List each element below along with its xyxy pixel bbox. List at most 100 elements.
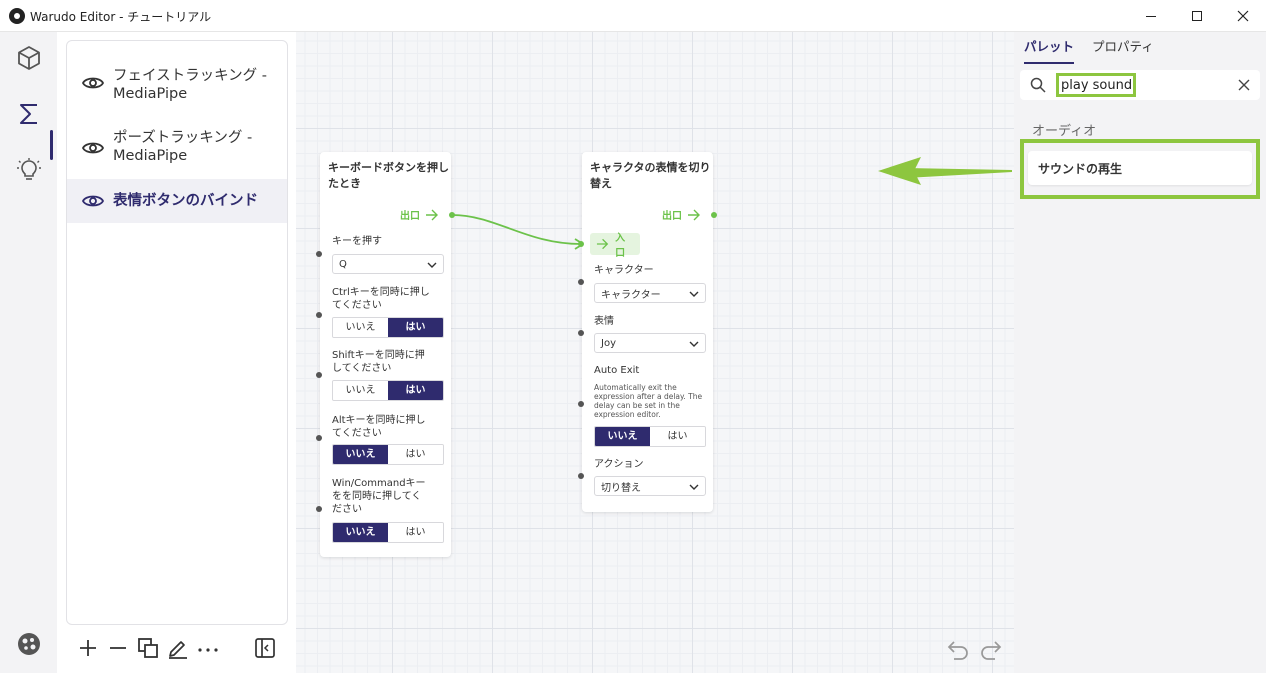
key-dropdown[interactable]: Q — [332, 254, 444, 274]
minimize-icon — [1146, 15, 1156, 17]
blueprint-item-label: ポーズトラッキング - MediaPipe — [113, 130, 253, 164]
redo-button[interactable] — [979, 636, 1003, 660]
scene-tab-button[interactable] — [9, 38, 49, 78]
auto-exit-yes-option[interactable]: はい — [650, 427, 705, 446]
left-rail — [0, 32, 57, 673]
auto-exit-input-port[interactable] — [578, 401, 584, 407]
add-blueprint-button[interactable] — [76, 636, 100, 660]
blueprint-item-expression-binding[interactable]: 表情ボタンのバインド — [67, 179, 287, 223]
maximize-icon — [1192, 11, 1202, 21]
key-label: キーを押す — [332, 236, 382, 247]
palette-panel: パレット プロパティ オーディオ サウンドの再生 — [1014, 32, 1266, 673]
copy-icon — [138, 638, 158, 658]
search-box — [1020, 70, 1260, 100]
sidebar-collapse-icon — [255, 638, 275, 658]
win-toggle[interactable]: いいえ はい — [332, 522, 444, 543]
close-window-button[interactable] — [1220, 0, 1266, 32]
blueprint-item-face-tracking[interactable]: フェイストラッキング - MediaPipe — [67, 59, 287, 119]
expression-dropdown[interactable]: Joy — [594, 333, 706, 353]
alt-toggle[interactable]: いいえ はい — [332, 444, 444, 465]
character-label: キャラクター — [594, 265, 654, 276]
remove-blueprint-button[interactable] — [106, 636, 130, 660]
win-no-option[interactable]: いいえ — [333, 523, 388, 542]
minimize-button[interactable] — [1128, 0, 1174, 32]
expression-input-port[interactable] — [578, 330, 584, 336]
shift-label: Shiftキーを同時に押 してください — [332, 350, 425, 374]
toggle-panel-button[interactable] — [253, 636, 277, 660]
chevron-down-icon — [427, 262, 437, 268]
maximize-button[interactable] — [1174, 0, 1220, 32]
ctrl-toggle[interactable]: いいえ はい — [332, 317, 444, 338]
blueprint-item-pose-tracking[interactable]: ポーズトラッキング - MediaPipe — [67, 121, 287, 181]
shift-toggle[interactable]: いいえ はい — [332, 380, 444, 401]
flow-output-port[interactable] — [449, 212, 455, 218]
eye-icon[interactable] — [81, 189, 105, 213]
pencil-icon — [169, 641, 187, 659]
lightbulb-icon — [17, 158, 41, 180]
blueprint-list: フェイストラッキング - MediaPipe ポーズトラッキング - Media… — [66, 40, 288, 625]
auto-exit-toggle[interactable]: いいえ はい — [594, 426, 706, 447]
chevron-down-icon — [689, 291, 699, 297]
blueprint-tab-button[interactable] — [9, 94, 49, 134]
arrow-right-icon — [596, 238, 609, 250]
node-keyboard-press[interactable]: キーボードボタンを押し たとき 出口 キーを押す Q Ctrlキーを同時に押し … — [316, 152, 455, 557]
warudo-logo-icon — [18, 633, 40, 655]
expression-label: 表情 — [594, 316, 614, 327]
eye-icon[interactable] — [81, 71, 105, 95]
node-title: キャラクタの表情を切り 替え — [590, 161, 711, 190]
minus-icon — [110, 647, 126, 649]
title-bar: Warudo Editor - チュートリアル — [0, 0, 1266, 32]
alt-label: Altキーを同時に押し てください — [332, 415, 426, 439]
alt-no-option[interactable]: いいえ — [333, 445, 388, 464]
ctrl-label: Ctrlキーを同時に押し てください — [332, 287, 430, 311]
tutorial-arrow-icon — [878, 157, 1012, 185]
tab-palette[interactable]: パレット — [1024, 38, 1075, 64]
action-dropdown[interactable]: 切り替え — [594, 476, 706, 496]
highlight-frame: サウンドの再生 — [1020, 139, 1260, 199]
flow-output-port[interactable] — [711, 212, 717, 218]
tips-tab-button[interactable] — [9, 150, 49, 190]
shift-input-port[interactable] — [316, 372, 322, 378]
action-label: アクション — [594, 459, 644, 470]
ctrl-input-port[interactable] — [316, 312, 322, 318]
clear-search-icon[interactable] — [1238, 79, 1250, 91]
more-icon — [198, 648, 218, 652]
action-input-port[interactable] — [578, 473, 584, 479]
character-dropdown[interactable]: キャラクター — [594, 283, 706, 303]
shift-no-option[interactable]: いいえ — [333, 381, 388, 400]
warudo-menu-button[interactable] — [9, 624, 49, 664]
undo-button[interactable] — [946, 636, 970, 660]
ctrl-no-option[interactable]: いいえ — [333, 318, 388, 337]
flow-input: 入口 — [590, 233, 640, 259]
close-icon — [1237, 10, 1249, 22]
blueprint-toolbar — [66, 630, 288, 670]
sigma-icon — [20, 104, 37, 124]
blueprint-canvas[interactable]: キーボードボタンを押し たとき 出口 キーを押す Q Ctrlキーを同時に押し … — [296, 32, 1014, 673]
rename-blueprint-button[interactable] — [166, 636, 190, 660]
flow-output: 出口 — [662, 207, 701, 222]
eye-icon[interactable] — [81, 136, 105, 160]
search-input[interactable] — [1056, 73, 1136, 97]
palette-item-play-sound[interactable]: サウンドの再生 — [1028, 151, 1252, 185]
win-input-port[interactable] — [316, 506, 322, 512]
key-input-port[interactable] — [316, 251, 322, 257]
chevron-down-icon — [689, 341, 699, 347]
arrow-right-icon — [688, 209, 700, 220]
auto-exit-no-option[interactable]: いいえ — [595, 427, 650, 446]
win-yes-option[interactable]: はい — [388, 523, 443, 542]
alt-yes-option[interactable]: はい — [388, 445, 443, 464]
tab-properties[interactable]: プロパティ — [1092, 39, 1154, 54]
duplicate-blueprint-button[interactable] — [136, 636, 160, 660]
cube-icon — [18, 46, 40, 70]
redo-icon — [981, 641, 1002, 660]
node-toggle-expression[interactable]: キャラクタの表情を切り 替え 出口 入口 キャラクター キャラクター 表情 Jo… — [578, 152, 717, 512]
window-title: Warudo Editor - チュートリアル — [30, 10, 212, 24]
blueprint-item-label: フェイストラッキング - MediaPipe — [113, 68, 267, 102]
character-input-port[interactable] — [578, 279, 584, 285]
ctrl-yes-option[interactable]: はい — [388, 318, 443, 337]
auto-exit-description: Automatically exit the expression after … — [594, 383, 703, 419]
more-options-button[interactable] — [196, 636, 220, 660]
shift-yes-option[interactable]: はい — [388, 381, 443, 400]
flow-input-port[interactable] — [578, 241, 584, 247]
alt-input-port[interactable] — [316, 435, 322, 441]
